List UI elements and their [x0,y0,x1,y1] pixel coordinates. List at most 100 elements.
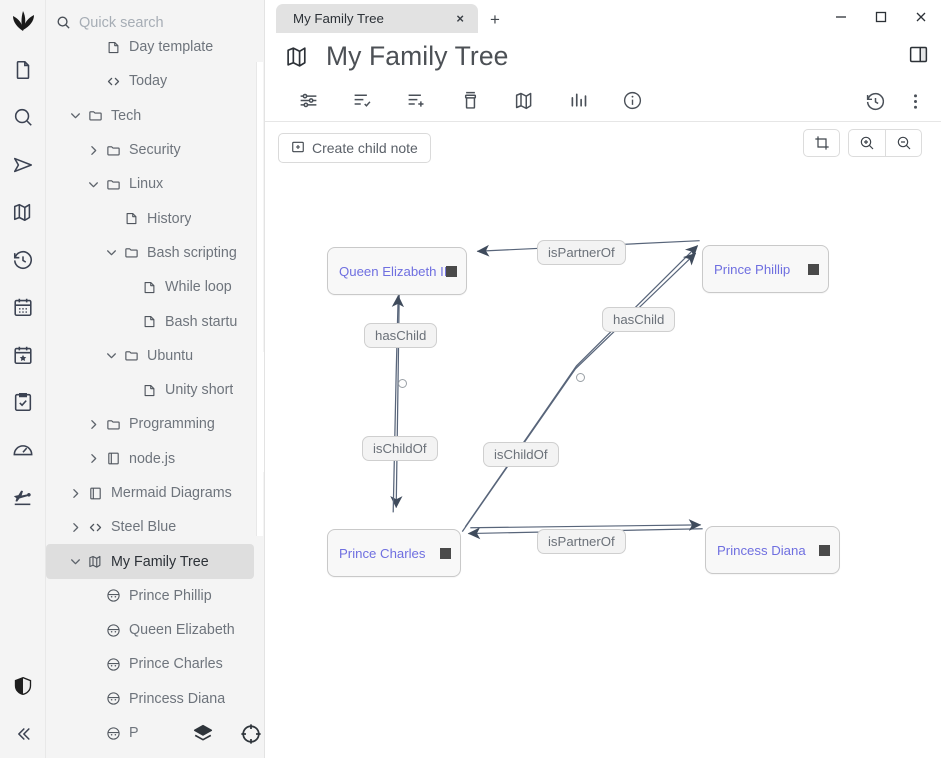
plane-icon[interactable] [0,474,46,522]
note-icon[interactable] [0,46,46,94]
chevron-right-icon[interactable] [66,521,84,534]
tree-item-day-template[interactable]: Day template [46,30,264,64]
clipboard-check-icon[interactable] [0,379,46,427]
search-input[interactable] [79,14,229,31]
edge-label-haschild[interactable]: hasChild [364,323,438,348]
map-icon[interactable] [285,44,310,69]
tree-item-security[interactable]: Security [46,133,264,167]
tree-item-node-js[interactable]: node.js [46,442,264,476]
chevron-down-icon[interactable] [84,178,102,191]
node-drag-handle[interactable] [808,264,819,275]
person-icon [102,691,124,706]
close-icon[interactable]: × [456,11,464,26]
tree-item-my-family-tree[interactable]: My Family Tree [46,544,254,579]
tree-item-p[interactable]: P [46,716,264,750]
relation-node-qe[interactable]: Queen Elizabeth II [327,247,467,295]
map-icon[interactable] [0,189,46,237]
edge-midpoint-handle[interactable] [398,379,407,388]
tree-item-unity-short[interactable]: Unity short [46,373,264,407]
tree-item-ubuntu[interactable]: Ubuntu [46,339,264,373]
reset-pan-zoom-icon[interactable] [803,129,840,157]
list-check-icon[interactable] [335,80,389,122]
layers-icon[interactable] [192,723,214,750]
info-icon[interactable] [605,80,659,122]
chevron-down-icon[interactable] [102,246,120,259]
tree-item-tech[interactable]: Tech [46,99,264,133]
bar-chart-icon[interactable] [551,80,605,122]
tree-item-programming[interactable]: Programming [46,407,264,441]
relation-node-label: Prince Charles [339,545,426,561]
chevron-down-icon[interactable] [66,109,84,122]
chevron-down-icon[interactable] [102,349,120,362]
new-tab-button[interactable]: + [490,10,500,29]
search-icon[interactable] [0,94,46,142]
relation-node-pp[interactable]: Prince Phillip [702,245,829,293]
chevron-right-icon[interactable] [84,452,102,465]
node-drag-handle[interactable] [446,266,457,277]
tab-my-family-tree[interactable]: My Family Tree × [276,4,478,33]
tree-item-queen-elizabeth[interactable]: Queen Elizabeth [46,613,264,647]
tree-scrollbar-thumb[interactable] [257,352,264,472]
maximize-icon[interactable] [861,0,901,33]
chevron-right-icon[interactable] [66,487,84,500]
note-page-icon [138,383,160,398]
shield-icon[interactable] [0,662,46,710]
person-icon [102,657,124,672]
chevron-right-icon[interactable] [84,418,102,431]
map-icon[interactable] [497,80,551,122]
edge-label-ispartnerof[interactable]: isPartnerOf [537,240,626,265]
person-icon [102,588,124,603]
node-drag-handle[interactable] [440,548,451,559]
chevron-right-icon[interactable] [84,144,102,157]
tree-item-linux[interactable]: Linux [46,167,264,201]
gauge-icon[interactable] [0,426,46,474]
relation-map-toolbar: Create child note [265,122,941,180]
quick-search-row[interactable] [46,0,264,45]
minimize-icon[interactable] [821,0,861,33]
crosshair-icon[interactable] [240,723,262,750]
create-child-note-button[interactable]: Create child note [278,133,431,163]
tree-item-label: Today [129,73,168,90]
tree-item-history[interactable]: History [46,201,264,235]
tree-item-mermaid-diagrams[interactable]: Mermaid Diagrams [46,476,264,510]
tree-item-prince-charles[interactable]: Prince Charles [46,647,264,681]
send-icon[interactable] [0,141,46,189]
edge-pc-pp2 [461,252,697,532]
chevrons-left-icon[interactable] [0,710,46,758]
edge-label-ischildof[interactable]: isChildOf [483,442,559,467]
edge-label-ispartnerof[interactable]: isPartnerOf [537,529,626,554]
tree-item-bash-scripting[interactable]: Bash scripting [46,236,264,270]
tree-item-prince-phillip[interactable]: Prince Phillip [46,579,264,613]
app-logo[interactable] [8,6,38,36]
tree-item-label: My Family Tree [111,553,209,570]
node-drag-handle[interactable] [819,545,830,556]
close-icon[interactable] [901,0,941,33]
tree-scrollbar[interactable] [256,62,264,536]
zoom-in-icon[interactable] [848,129,885,157]
page-title[interactable]: My Family Tree [326,41,509,71]
list-plus-icon[interactable] [389,80,443,122]
edge-label-haschild[interactable]: hasChild [602,307,676,332]
more-vertical-icon[interactable] [895,80,935,122]
panel-layout-icon[interactable] [908,44,929,70]
note-toolbar [265,80,941,122]
archive-box-icon[interactable] [443,80,497,122]
history-clock-icon[interactable] [855,80,895,122]
tree-item-princess-diana[interactable]: Princess Diana [46,682,264,716]
tree-item-while-loop[interactable]: While loop [46,270,264,304]
relation-node-pd[interactable]: Princess Diana [705,526,840,574]
tree-item-steel-blue[interactable]: Steel Blue [46,510,264,544]
relation-node-pc[interactable]: Prince Charles [327,529,461,577]
tree-item-bash-startu[interactable]: Bash startu [46,304,264,338]
edge-midpoint-handle[interactable] [576,373,585,382]
edge-label-ischildof[interactable]: isChildOf [362,436,438,461]
zoom-out-icon[interactable] [885,129,922,157]
history-icon[interactable] [0,236,46,284]
tree-item-today[interactable]: Today [46,64,264,98]
calendar-icon[interactable] [0,284,46,332]
calendar-star-icon[interactable] [0,331,46,379]
note-options-icon[interactable] [281,80,335,122]
chevron-down-icon[interactable] [66,555,84,568]
code-note-icon [102,40,124,55]
